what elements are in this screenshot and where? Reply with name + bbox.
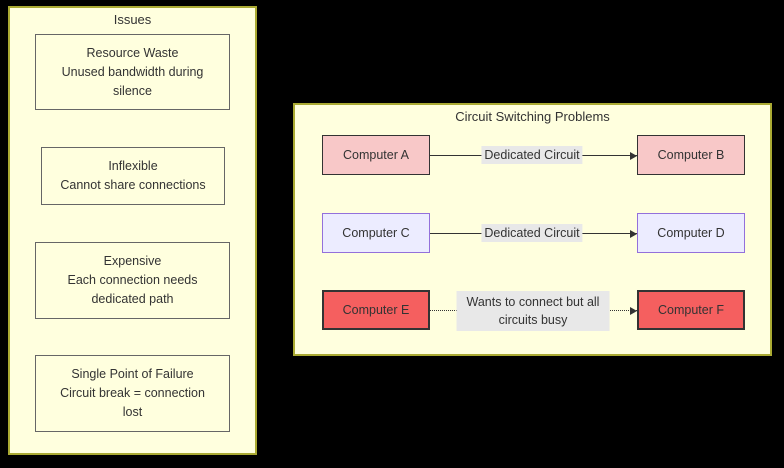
arrowhead-icon bbox=[630, 306, 637, 315]
arrowhead-icon bbox=[630, 151, 637, 160]
edge-label-dedicated-circuit-cd: Dedicated Circuit bbox=[481, 224, 583, 242]
issue-text-line: Cannot share connections bbox=[60, 178, 206, 192]
circuit-switching-subgraph: Circuit Switching Problems Computer A Co… bbox=[293, 103, 772, 356]
issue-box-expensive: Expensive Each connection needs dedicate… bbox=[35, 242, 230, 319]
arrowhead-icon bbox=[630, 229, 637, 238]
edge-label-circuits-busy: Wants to connect but all circuits busy bbox=[456, 291, 610, 331]
issues-subgraph: Issues Resource Waste Unused bandwidth d… bbox=[8, 6, 257, 455]
issue-text-line: Each connection needs bbox=[67, 273, 198, 287]
node-computer-b: Computer B bbox=[637, 135, 745, 175]
issue-text-line: Circuit break = connection bbox=[60, 386, 205, 400]
node-computer-a: Computer A bbox=[322, 135, 430, 175]
issue-box-inflexible: Inflexible Cannot share connections bbox=[41, 147, 225, 205]
issue-text-line: Expensive bbox=[103, 254, 162, 268]
edge-label-line: circuits busy bbox=[498, 313, 568, 327]
issue-box-single-point-of-failure: Single Point of Failure Circuit break = … bbox=[35, 355, 230, 432]
edge-label-line: Wants to connect but all bbox=[466, 295, 600, 309]
issue-text-line: Single Point of Failure bbox=[71, 367, 194, 381]
issue-text-line: silence bbox=[113, 83, 152, 98]
issue-text-line: Inflexible bbox=[108, 159, 158, 173]
node-computer-f: Computer F bbox=[637, 290, 745, 330]
circuit-switching-title: Circuit Switching Problems bbox=[455, 109, 610, 124]
issue-box-resource-waste: Resource Waste Unused bandwidth during s… bbox=[35, 34, 230, 110]
issue-text-line: dedicated path bbox=[91, 292, 174, 306]
issue-text-line: lost bbox=[122, 405, 143, 419]
issue-text-line: Unused bandwidth during bbox=[61, 64, 204, 79]
node-computer-d: Computer D bbox=[637, 213, 745, 253]
issues-subgraph-title: Issues bbox=[113, 12, 152, 27]
edge-label-dedicated-circuit-ab: Dedicated Circuit bbox=[481, 146, 583, 164]
issue-text-line: Resource Waste bbox=[86, 45, 179, 60]
node-computer-e: Computer E bbox=[322, 290, 430, 330]
node-computer-c: Computer C bbox=[322, 213, 430, 253]
